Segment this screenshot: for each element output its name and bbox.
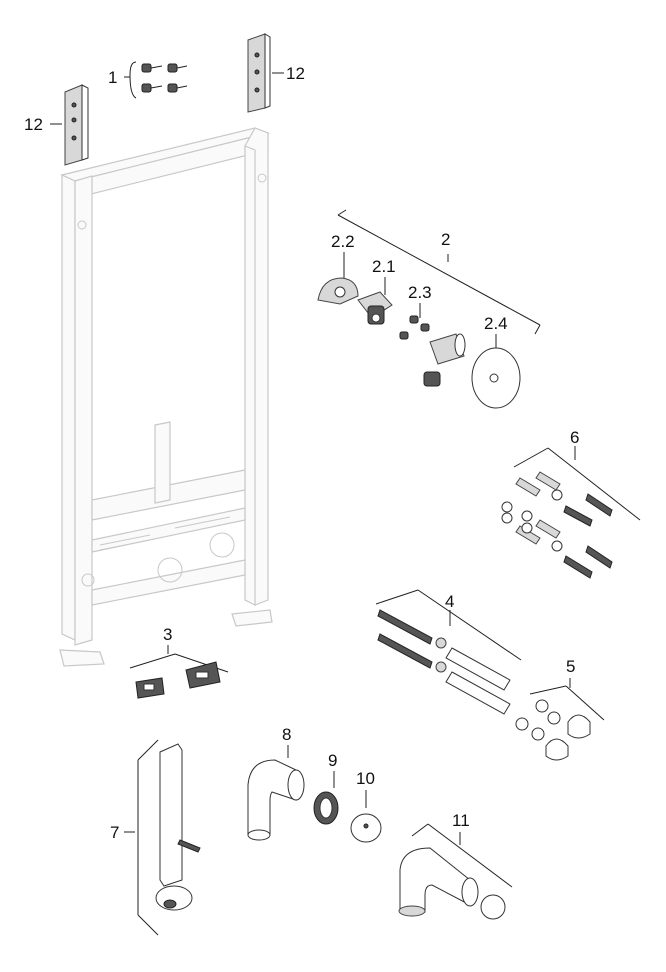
label-1: 1	[108, 68, 117, 87]
label-3: 3	[163, 625, 172, 644]
label-2-4: 2.4	[484, 314, 508, 333]
part-1-screws: 1	[108, 61, 188, 99]
part-3-clips: 3	[129, 625, 229, 699]
label-7: 7	[110, 823, 119, 842]
installation-frame	[59, 127, 273, 667]
label-5: 5	[566, 657, 575, 676]
part-9-seal-sleeve: 9	[313, 751, 339, 825]
label-10: 10	[356, 769, 375, 788]
part-10-cap: 10	[350, 769, 382, 843]
label-4: 4	[445, 592, 454, 611]
part-4-threaded-rods: 4	[375, 589, 522, 715]
label-2-3: 2.3	[408, 283, 432, 302]
label-2-2: 2.2	[331, 232, 355, 251]
part-5-caps: 5	[515, 657, 605, 761]
label-12-left: 12	[24, 115, 43, 134]
part-12-right-bracket: 12	[247, 33, 305, 113]
label-9: 9	[328, 751, 337, 770]
part-6-fixing-set: 6	[501, 428, 641, 579]
part-12-left-bracket: 12	[24, 84, 89, 166]
label-12-right: 12	[286, 64, 305, 83]
label-8: 8	[282, 725, 291, 744]
part-11-elbow-with-cap: 11	[398, 811, 513, 920]
label-2: 2	[441, 230, 450, 249]
part-8-elbow-pipe: 8	[247, 725, 305, 841]
label-2-1: 2.1	[372, 257, 396, 276]
label-11: 11	[452, 811, 470, 830]
part-7-support-rail: 7	[110, 739, 201, 936]
label-6: 6	[570, 428, 579, 447]
part-2-connection-set: 2 2.2 2.1 2.3 2.4	[317, 209, 541, 409]
